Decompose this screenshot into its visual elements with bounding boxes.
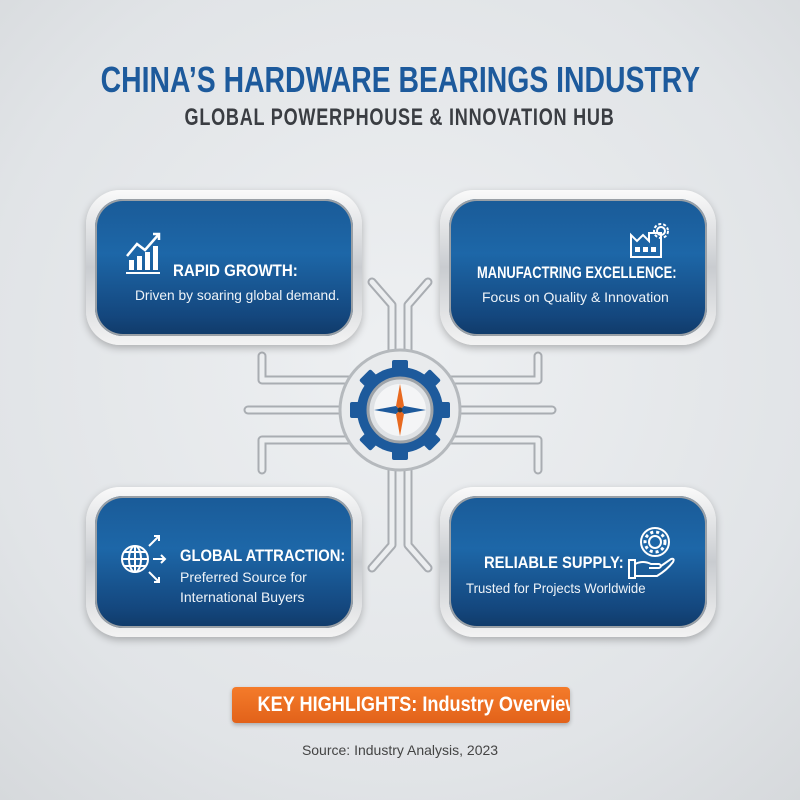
- card-description: Trusted for Projects Worldwide: [466, 580, 646, 596]
- card-title: RELIABLE SUPPLY:: [484, 553, 624, 572]
- page-subtitle-row: GLOBAL POWERPHOUSE & INNOVATION HUB: [0, 104, 800, 132]
- gear-compass-icon: [338, 348, 462, 472]
- card-reliable-supply: RELIABLE SUPPLY: Trusted for Projects Wo…: [440, 487, 716, 637]
- card-title: RAPID GROWTH:: [173, 261, 298, 280]
- card-rapid-growth: RAPID GROWTH: Driven by soaring global d…: [86, 190, 362, 345]
- card-description: Driven by soaring global demand.: [135, 287, 340, 303]
- key-highlights-banner: KEY HIGHLIGHTS: Industry Overview: [232, 687, 570, 723]
- card-description: Focus on Quality & Innovation: [482, 289, 669, 305]
- page-subtitle: GLOBAL POWERPHOUSE & INNOVATION HUB: [185, 104, 615, 131]
- source-text: Source: Industry Analysis, 2023: [301, 742, 499, 758]
- source-note: Source: Industry Analysis, 2023: [0, 741, 800, 759]
- globe-arrows-icon: [121, 535, 167, 583]
- card-description-line: International Buyers: [180, 589, 305, 605]
- growth-chart-icon: [126, 232, 161, 274]
- key-highlights-label: KEY HIGHLIGHTS: Industry Overview: [257, 693, 570, 716]
- bearing-hand-icon: [628, 527, 675, 579]
- card-global-attraction: GLOBAL ATTRACTION: Preferred Source for …: [86, 487, 362, 637]
- page-title: CHINA’S HARDWARE BEARINGS INDUSTRY: [100, 59, 700, 100]
- card-description-line: Preferred Source for: [180, 569, 307, 585]
- card-title: GLOBAL ATTRACTION:: [180, 546, 346, 565]
- card-title: MANUFACTRING EXCELLENCE:: [477, 263, 677, 282]
- factory-gear-icon: [630, 223, 669, 258]
- page-title-row: CHINA’S HARDWARE BEARINGS INDUSTRY: [0, 58, 800, 102]
- card-manufacturing-excellence: MANUFACTRING EXCELLENCE: Focus on Qualit…: [440, 190, 716, 345]
